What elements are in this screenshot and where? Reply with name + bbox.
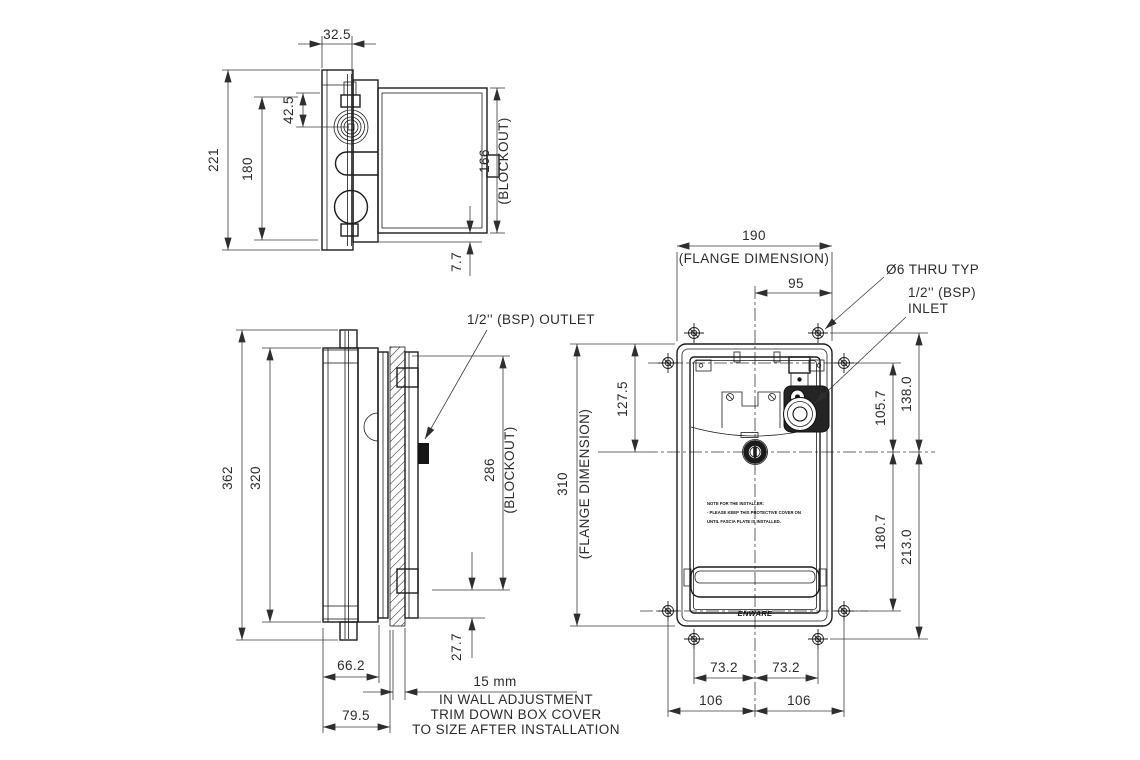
dim-label-79-5: 79.5 [342, 708, 370, 723]
blockout-label-side: (BLOCKOUT) [502, 426, 517, 513]
front-view-dimensions: 190 (FLANGE DIMENSION) 95 Ø6 THRU TYP 1/… [555, 228, 979, 717]
side-view-dimensions: 362 320 286 (BLOCKOUT) 27.7 66.2 79.5 15… [220, 312, 620, 737]
dim-label-320: 320 [248, 466, 263, 490]
dim-label-180: 180 [240, 157, 255, 181]
top-clip [340, 94, 361, 108]
dim-label-190: 190 [742, 228, 766, 243]
installer-note-line1: NOTE FOR THE INSTALLER: [707, 501, 764, 506]
box-opening [689, 356, 821, 614]
screw-icon [683, 322, 705, 344]
thru-holes-label: Ø6 THRU TYP [886, 262, 979, 277]
dim-label-106-left: 106 [699, 693, 723, 708]
top-view: 32.5 42.5 180 221 166 (BLOCKOUT) 7.7 [206, 27, 511, 276]
screw-icon [657, 600, 679, 622]
inlet-label-line1: 1/2'' (BSP) [908, 285, 976, 300]
blockout-label-top: (BLOCKOUT) [496, 117, 511, 204]
inlet-label-line2: INLET [908, 301, 948, 316]
dim-label-286: 286 [482, 458, 497, 482]
adjustment-note-line3: TO SIZE AFTER INSTALLATION [412, 722, 620, 737]
flange-outer [676, 343, 833, 627]
installer-note-line2: - PLEASE KEEP THIS PROTECTIVE COVER ON [707, 510, 801, 515]
notched-plate [721, 391, 781, 428]
top-view-geometry [321, 69, 500, 251]
inlet-valve-assembly [782, 356, 830, 433]
installer-note-line3: UNTIL FASCIA PLATE IS INSTALLED. [707, 519, 781, 524]
front-view-geometry: NOTE FOR THE INSTALLER: - PLEASE KEEP TH… [657, 322, 855, 650]
dim-label-27-7: 27.7 [449, 633, 464, 661]
brand-logo: ENWARE [738, 609, 773, 618]
installer-note: NOTE FOR THE INSTALLER: - PLEASE KEEP TH… [707, 501, 801, 524]
dim-label-166: 166 [477, 149, 492, 173]
dim-label-127-5: 127.5 [615, 381, 630, 417]
box-body-top [377, 87, 488, 234]
dim-label-95: 95 [788, 276, 804, 291]
dim-label-310: 310 [555, 472, 570, 496]
front-view: NOTE FOR THE INSTALLER: - PLEASE KEEP TH… [555, 228, 979, 720]
capsule-cutout-side [363, 412, 379, 442]
sleeve-clip-bottom [396, 568, 419, 594]
mounting-screws [657, 322, 855, 650]
dim-label-213-0: 213.0 [899, 529, 914, 565]
outlet-label: 1/2'' (BSP) OUTLET [467, 312, 595, 327]
adjustment-note-line2: TRIM DOWN BOX COVER [430, 707, 601, 722]
inlet-valve-top [333, 109, 369, 145]
dim-label-180-7: 180.7 [873, 514, 888, 550]
side-view: 362 320 286 (BLOCKOUT) 27.7 66.2 79.5 15… [220, 312, 620, 737]
dim-label-138-0: 138.0 [899, 376, 914, 412]
top-view-dimensions: 32.5 42.5 180 221 166 (BLOCKOUT) 7.7 [206, 27, 511, 276]
dim-label-15mm: 15 mm [473, 674, 516, 689]
adjustment-note-line1: IN WALL ADJUSTMENT [439, 692, 593, 707]
centre-knob [742, 439, 768, 465]
dim-label-221: 221 [206, 148, 221, 172]
sleeve-clip-top [396, 367, 419, 388]
round-cutout [333, 189, 369, 225]
dim-label-106-right: 106 [787, 693, 811, 708]
dim-label-7-7: 7.7 [449, 252, 464, 272]
screw-icon [833, 600, 855, 622]
screw-icon [807, 322, 829, 344]
dim-label-73-2-right: 73.2 [772, 660, 800, 675]
dim-label-42-5: 42.5 [281, 96, 296, 124]
capsule-cutout [334, 151, 378, 176]
dim-label-362: 362 [220, 466, 235, 490]
cover-sleeve [404, 351, 419, 619]
dim-label-105-7: 105.7 [873, 390, 888, 426]
dim-label-73-2-left: 73.2 [710, 660, 738, 675]
dim-label-32-5: 32.5 [323, 27, 351, 42]
screw-icon [833, 352, 855, 374]
outlet-port [418, 443, 429, 464]
side-view-geometry [322, 329, 429, 641]
front-view-centerlines [640, 286, 935, 720]
flange-width-label: (FLANGE DIMENSION) [679, 251, 829, 266]
box-body-side [357, 347, 379, 623]
bottom-clip [340, 223, 359, 237]
sleeve-section-top [352, 79, 379, 243]
flange-height-label: (FLANGE DIMENSION) [577, 409, 592, 559]
dim-label-66-2: 66.2 [337, 658, 365, 673]
screw-icon [657, 352, 679, 374]
